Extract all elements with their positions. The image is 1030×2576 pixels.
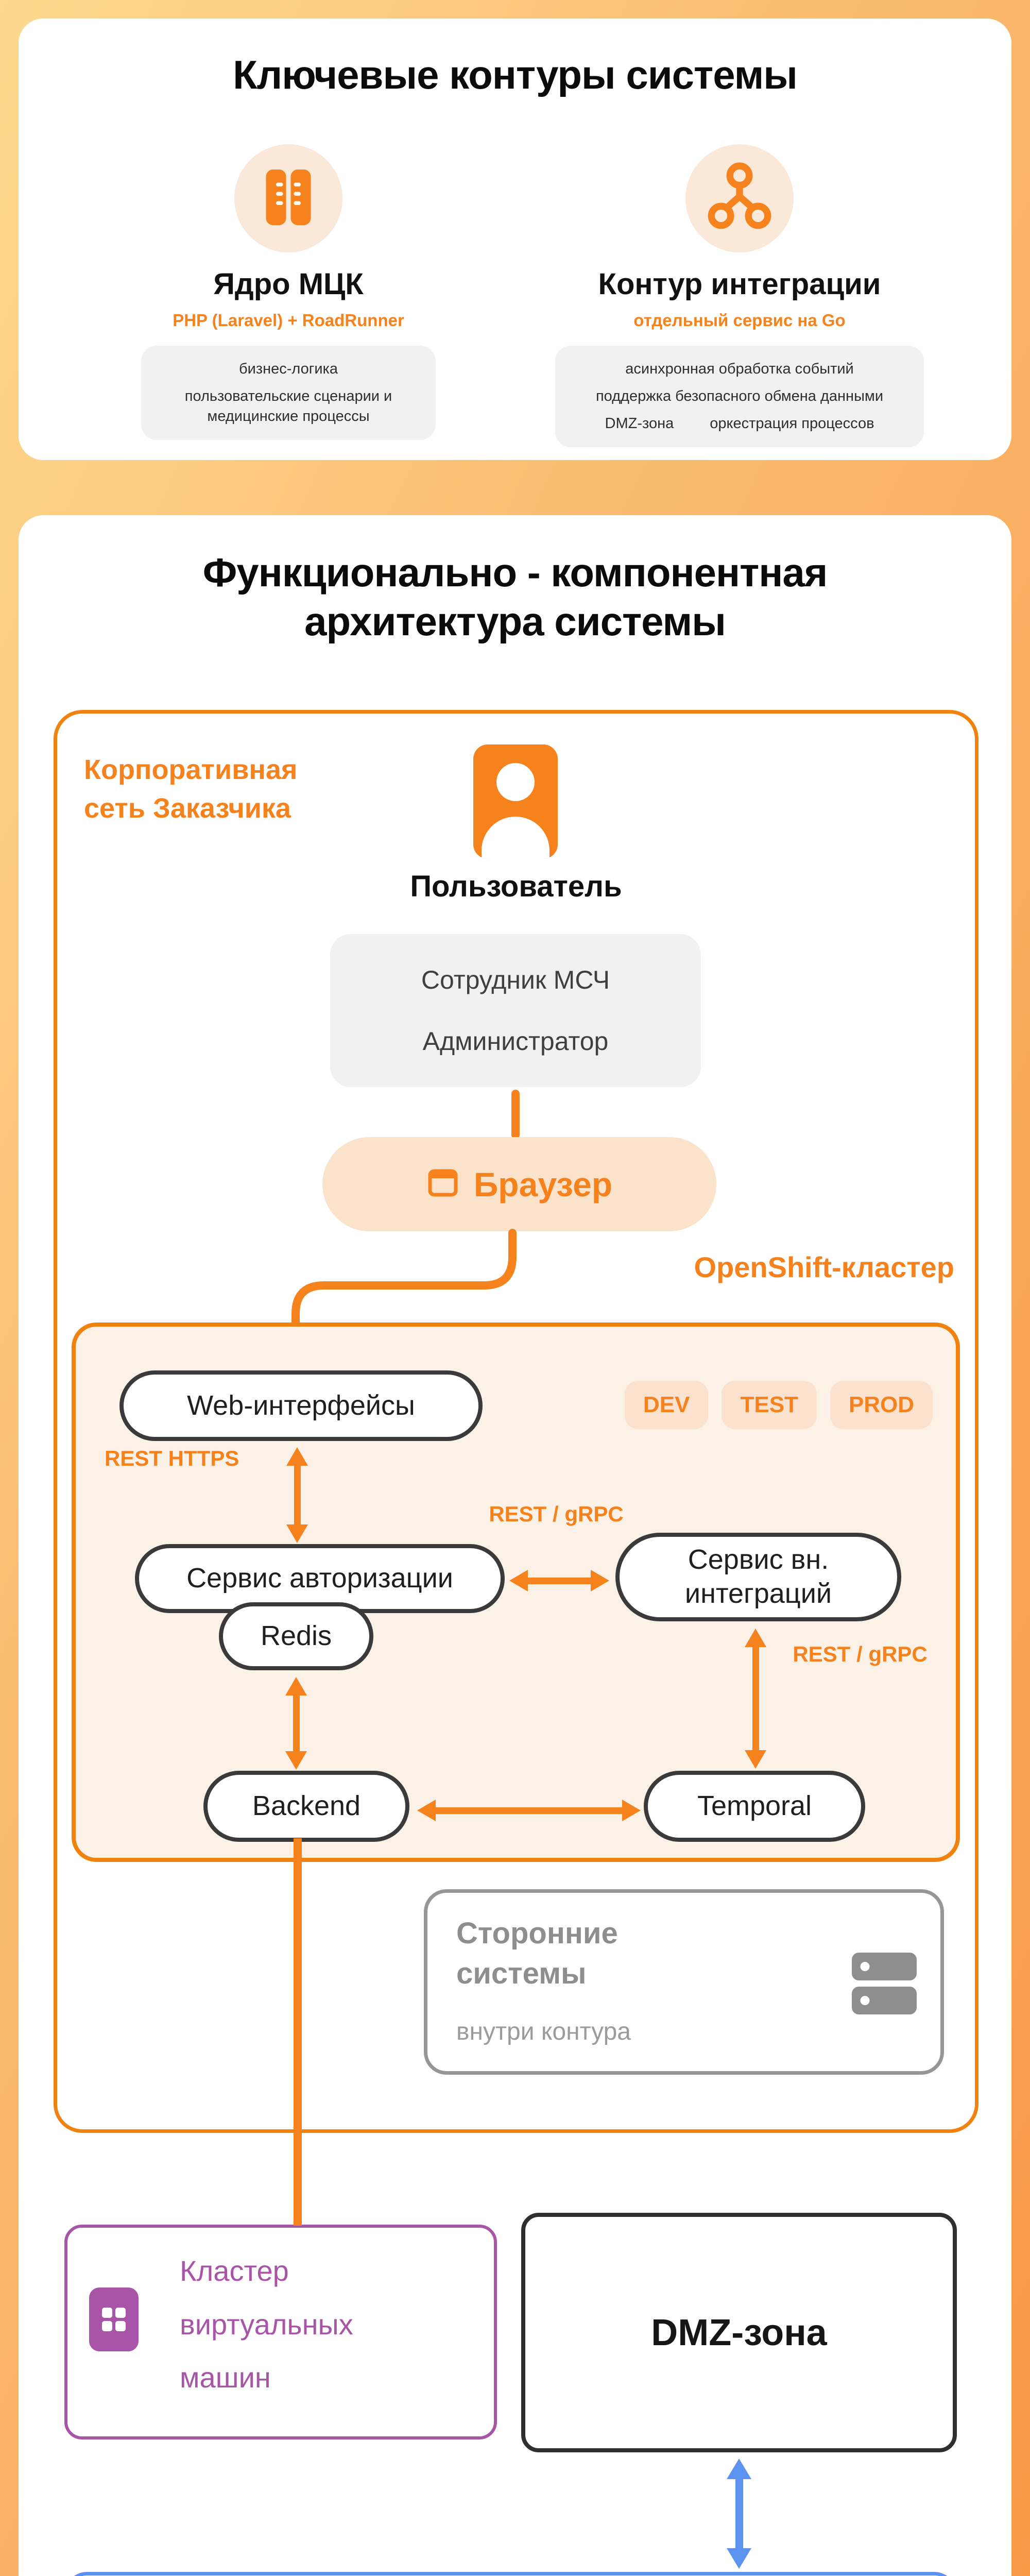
- user-role: Сотрудник МСЧ: [421, 965, 610, 995]
- arrow-shaft: [528, 1577, 591, 1584]
- arrow-shaft: [436, 1807, 622, 1814]
- corporate-network-label-line2: сеть Заказчика: [84, 792, 291, 824]
- internal-integrations-pill: Сервис вн. интеграций: [615, 1533, 901, 1621]
- third-party-subtitle: внутри контура: [456, 2018, 631, 2045]
- user-role: Администратор: [422, 1026, 609, 1056]
- integration-contour-item: Контур интеграции отдельный сервис на Go…: [534, 144, 946, 448]
- corporate-network-box: Корпоративная сеть Заказчика Пользовател…: [54, 710, 978, 2133]
- arrow-integrations-temporal: [744, 1629, 767, 1769]
- integration-feature-row: DMZ-зона оркестрация процессов: [605, 414, 874, 434]
- connector-user-browser: [511, 1090, 520, 1139]
- arrow-head-left: [417, 1800, 436, 1821]
- env-badge-prod: PROD: [830, 1381, 933, 1429]
- arrow-head-up: [286, 1447, 308, 1466]
- integration-subtitle: отдельный сервис на Go: [633, 311, 846, 330]
- internal-integrations-line2: интеграций: [684, 1578, 832, 1609]
- rest-grpc-label-top: REST / gRPC: [489, 1502, 624, 1526]
- vm-cluster-label: Кластер виртуальных машин: [180, 2244, 353, 2404]
- arrow-redis-backend: [285, 1677, 307, 1770]
- core-feature: пользовательские сценарии и медицинские …: [184, 388, 392, 425]
- arrow-head-left: [509, 1570, 528, 1591]
- browser-pill: Браузер: [322, 1137, 716, 1231]
- arrow-web-auth: [286, 1447, 308, 1543]
- core-icon-circle: [234, 144, 342, 252]
- arrow-head-down: [285, 1751, 307, 1770]
- integration-feature: оркестрация процессов: [710, 415, 874, 432]
- arrow-head-down: [286, 1524, 308, 1543]
- key-contours-card: Ключевые контуры системы Ядро: [19, 19, 1011, 460]
- vm-cluster-line3: машин: [180, 2361, 271, 2394]
- card2-title-line2: архитектура системы: [304, 599, 726, 645]
- openshift-cluster-label: OpenShift-кластер: [694, 1251, 954, 1283]
- redis-pill: Redis: [219, 1602, 373, 1670]
- internal-integrations-line1: Сервис вн.: [688, 1544, 829, 1575]
- connector-browser-web: [291, 1229, 517, 1373]
- server-columns-icon: [250, 159, 327, 239]
- arrow-head-down: [727, 2548, 751, 2569]
- user-icon: [473, 744, 558, 859]
- user-title: Пользователь: [410, 870, 622, 903]
- integration-feature: DMZ-зона: [605, 415, 674, 432]
- temporal-pill: Temporal: [644, 1771, 865, 1842]
- integration-title: Контур интеграции: [598, 267, 881, 301]
- server-stack-icon: [846, 1942, 923, 2027]
- integration-features-box: асинхронная обработка событий поддержка …: [555, 346, 924, 448]
- core-features-box: бизнес-логика пользовательские сценарии …: [141, 346, 436, 440]
- user-roles-box: Сотрудник МСЧ Администратор: [330, 934, 701, 1087]
- rest-https-label: REST HTTPS: [105, 1446, 239, 1470]
- vm-cluster-line2: виртуальных: [180, 2308, 353, 2341]
- arrow-shaft: [294, 1466, 301, 1524]
- user-icon-shoulders: [482, 817, 550, 859]
- vm-cluster-box: Кластер виртуальных машин: [64, 2225, 497, 2439]
- arrow-shaft: [735, 2479, 743, 2548]
- arrow-head-right: [622, 1800, 641, 1821]
- rest-grpc-label-right: REST / gRPC: [793, 1642, 928, 1666]
- third-party-title: Сторонние системы: [456, 1913, 618, 1994]
- global-network-box: Глобальная сеть внешние сторонние систем…: [64, 2572, 957, 2576]
- arrow-head-down: [745, 1750, 766, 1769]
- integration-feature: поддержка безопасного обмена данными: [595, 388, 884, 405]
- third-party-systems-box: Сторонние системы внутри контура: [424, 1889, 944, 2075]
- dmz-zone-box: DMZ-зона: [521, 2213, 957, 2452]
- dmz-zone-label: DMZ-зона: [651, 2312, 827, 2353]
- corporate-network-label-line1: Корпоративная: [84, 754, 298, 785]
- web-interfaces-pill: Web-интерфейсы: [119, 1370, 483, 1441]
- arrow-shaft: [293, 1696, 300, 1751]
- card2-title-line1: Функционально - компонентная: [202, 550, 828, 595]
- arrow-head-up: [727, 2459, 751, 2479]
- integration-feature: асинхронная обработка событий: [625, 361, 854, 377]
- arrow-head-up: [745, 1629, 766, 1647]
- env-badge-dev: DEV: [625, 1381, 709, 1429]
- integration-icon-circle: [685, 144, 794, 252]
- arrow-head-right: [591, 1570, 609, 1591]
- browser-label: Браузер: [473, 1165, 613, 1204]
- connector-backend-vm-cluster: [294, 1838, 302, 2226]
- card1-title: Ключевые контуры системы: [233, 52, 798, 97]
- arrow-dmz-global: [726, 2459, 752, 2569]
- architecture-card: Функционально - компонентная архитектура…: [19, 515, 1011, 2576]
- third-party-title-line1: Сторонние: [456, 1917, 618, 1950]
- backend-pill: Backend: [203, 1771, 409, 1842]
- core-subtitle: PHP (Laravel) + RoadRunner: [173, 311, 404, 330]
- card2-title: Функционально - компонентная архитектура…: [19, 548, 1011, 646]
- vm-grid-icon: [89, 2287, 139, 2354]
- core-feature: бизнес-логика: [238, 361, 338, 377]
- user-icon-head: [496, 763, 535, 801]
- third-party-title-line2: системы: [456, 1957, 587, 1991]
- env-badge-test: TEST: [722, 1381, 817, 1429]
- vm-cluster-line1: Кластер: [180, 2255, 289, 2287]
- arrow-backend-temporal: [417, 1799, 641, 1822]
- openshift-cluster-box: Web-интерфейсы DEV TEST PROD REST HTTPS …: [72, 1323, 960, 1862]
- arrow-head-up: [285, 1677, 307, 1696]
- share-network-icon: [701, 159, 778, 239]
- arrow-shaft: [752, 1647, 759, 1750]
- core-mck-item: Ядро МЦК PHP (Laravel) + RoadRunner бизн…: [82, 144, 494, 440]
- browser-icon: [426, 1166, 459, 1202]
- arrow-auth-integrations: [509, 1569, 609, 1592]
- core-title: Ядро МЦК: [213, 267, 364, 301]
- env-badges: DEV TEST PROD: [625, 1381, 933, 1429]
- corporate-network-label: Корпоративная сеть Заказчика: [84, 751, 298, 827]
